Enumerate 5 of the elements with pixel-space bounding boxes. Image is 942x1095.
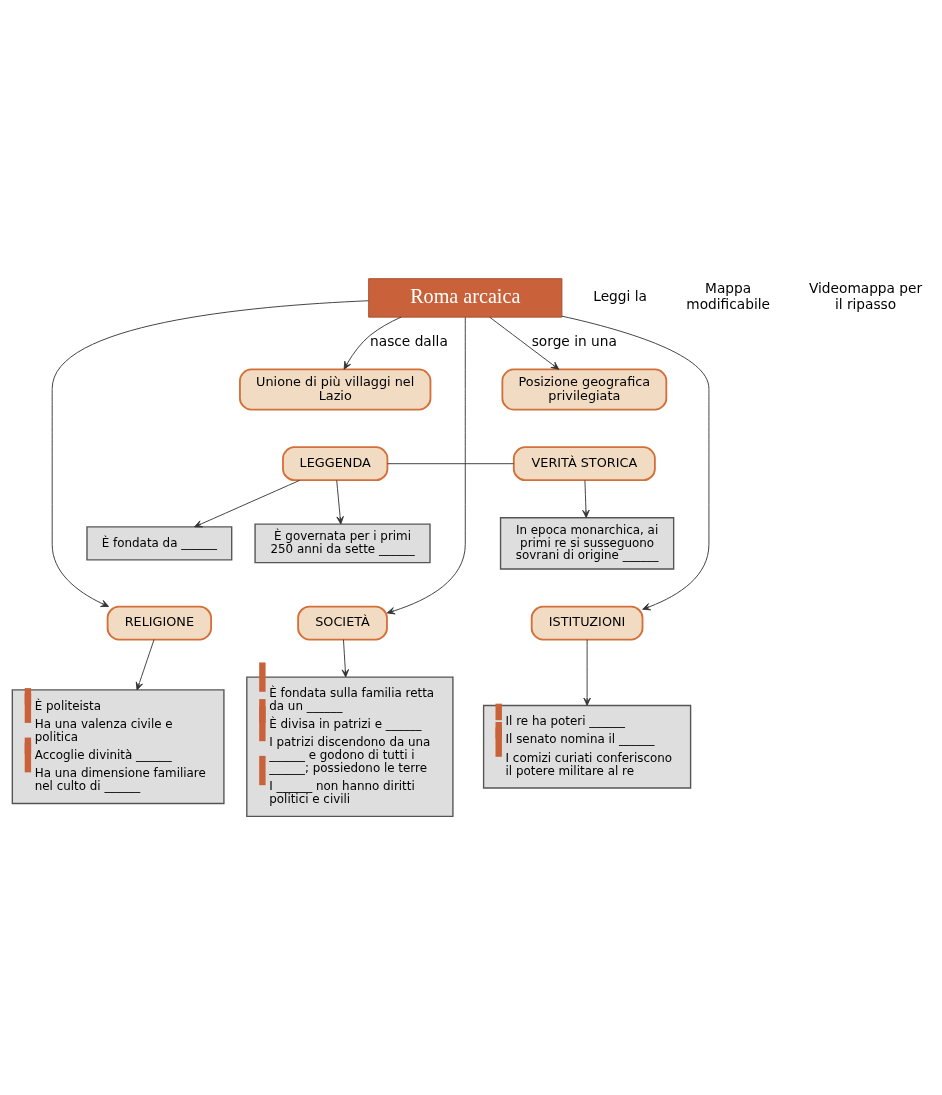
label: Mappa modificabile (686, 280, 770, 312)
label: Leggi la (593, 288, 647, 305)
edge-label: nasce dalla (370, 333, 448, 350)
edge-label: sorge in una (531, 333, 617, 350)
label: Videomappa per il ripasso (808, 280, 923, 312)
